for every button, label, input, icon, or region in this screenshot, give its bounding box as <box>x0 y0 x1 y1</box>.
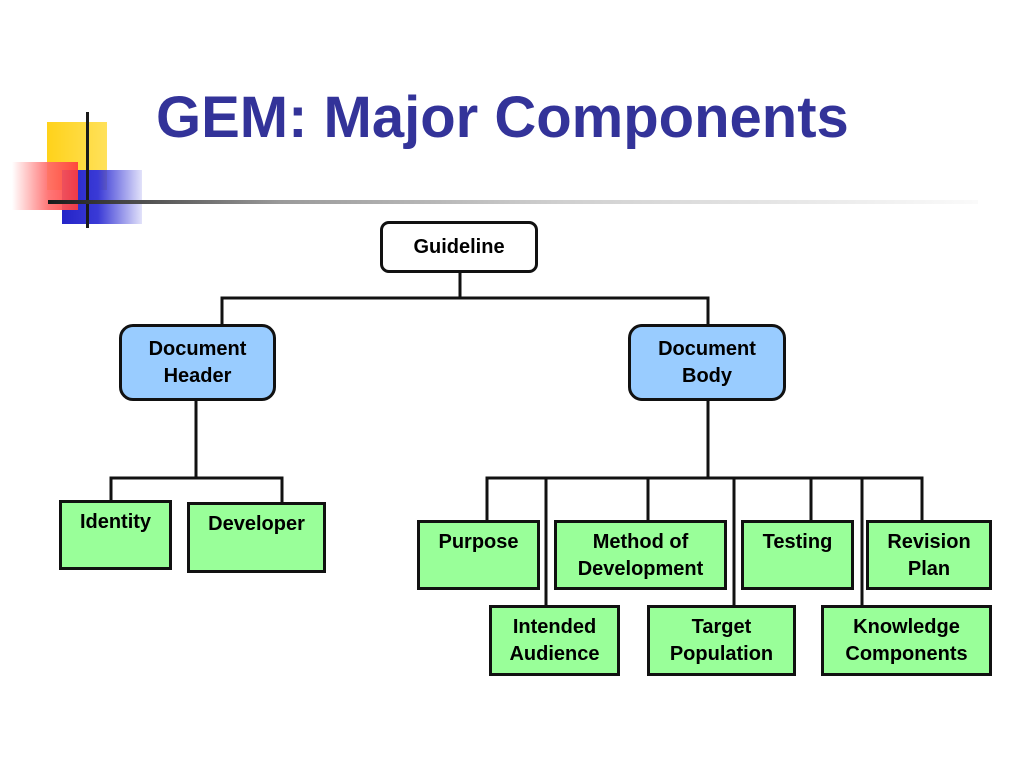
node-method-of-development: Method of Development <box>554 520 727 590</box>
node-purpose-label: Purpose <box>438 531 519 553</box>
node-document-body: Document Body <box>628 324 786 401</box>
node-target-population: Target Population <box>647 605 796 676</box>
node-testing-label: Testing <box>762 531 833 553</box>
slide-title: GEM: Major Components <box>156 85 849 150</box>
node-identity-label: Identity <box>79 511 152 533</box>
node-testing: Testing <box>741 520 854 590</box>
node-intended-audience: Intended Audience <box>489 605 620 676</box>
decor-title-underline <box>48 200 978 204</box>
node-guideline-label: Guideline <box>413 235 505 258</box>
node-document-header-label: Document Header <box>148 337 247 387</box>
node-document-header: Document Header <box>119 324 276 401</box>
node-developer: Developer <box>187 502 326 573</box>
node-purpose: Purpose <box>417 520 540 590</box>
node-knowledge-components: Knowledge Components <box>821 605 992 676</box>
node-intended-audience-label: Intended Audience <box>509 616 600 665</box>
node-developer-label: Developer <box>208 513 305 535</box>
node-method-of-development-label: Method of Development <box>577 531 704 580</box>
decor-vertical-line <box>86 112 89 228</box>
node-guideline: Guideline <box>380 221 538 273</box>
node-knowledge-components-label: Knowledge Components <box>845 616 968 665</box>
node-revision-plan: Revision Plan <box>866 520 992 590</box>
node-target-population-label: Target Population <box>669 616 774 665</box>
node-document-body-label: Document Body <box>658 337 756 387</box>
node-identity: Identity <box>59 500 172 570</box>
node-revision-plan-label: Revision Plan <box>887 531 971 580</box>
